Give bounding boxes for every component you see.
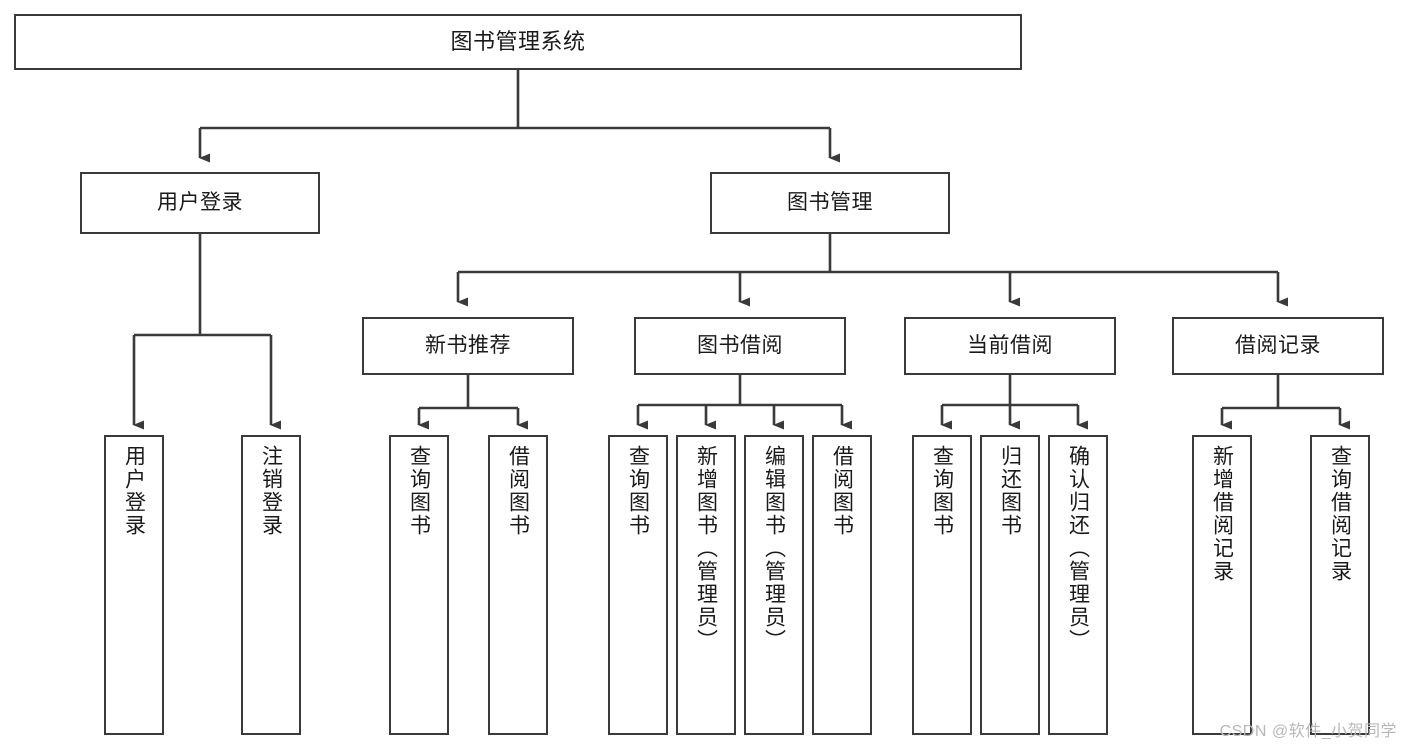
leaf-user-login[interactable]: 用户登录 — [104, 435, 164, 735]
leaf-logout[interactable]: 注销登录 — [241, 435, 301, 735]
node-label: 图书管理系统 — [450, 29, 586, 55]
node-label: 注销登录 — [259, 445, 283, 537]
node-label: 图书管理 — [787, 190, 873, 214]
node-label: 用户登录 — [157, 190, 243, 214]
leaf-borrow-edit-book-admin[interactable]: 编辑图书（管理员） — [744, 435, 804, 735]
node-user-login[interactable]: 用户登录 — [80, 172, 320, 234]
leaf-current-query-book[interactable]: 查询图书 — [912, 435, 972, 735]
leaf-current-confirm-return-admin[interactable]: 确认归还（管理员） — [1048, 435, 1108, 735]
node-label: 查询借阅记录 — [1328, 445, 1352, 583]
node-label: 新增借阅记录 — [1210, 445, 1234, 583]
node-label: 用户登录 — [122, 445, 146, 537]
node-label: 编辑图书（管理员） — [762, 445, 786, 652]
node-label: 新增图书（管理员） — [694, 445, 718, 652]
node-label: 查询图书 — [626, 445, 650, 537]
leaf-new-book-borrow[interactable]: 借阅图书 — [488, 435, 548, 735]
leaf-borrow-query-book[interactable]: 查询图书 — [608, 435, 668, 735]
leaf-records-query-record[interactable]: 查询借阅记录 — [1310, 435, 1370, 735]
node-label: 借阅图书 — [830, 445, 854, 537]
node-label: 新书推荐 — [425, 333, 511, 357]
leaf-records-add-record[interactable]: 新增借阅记录 — [1192, 435, 1252, 735]
node-label: 查询图书 — [407, 445, 431, 537]
node-label: 借阅记录 — [1235, 333, 1321, 357]
node-label: 当前借阅 — [967, 333, 1053, 357]
leaf-borrow-add-book-admin[interactable]: 新增图书（管理员） — [676, 435, 736, 735]
node-label: 归还图书 — [998, 445, 1022, 537]
leaf-new-book-query[interactable]: 查询图书 — [389, 435, 449, 735]
node-current-borrowing[interactable]: 当前借阅 — [904, 317, 1116, 375]
node-label: 图书借阅 — [697, 333, 783, 357]
node-borrowing-records[interactable]: 借阅记录 — [1172, 317, 1384, 375]
node-book-borrowing[interactable]: 图书借阅 — [634, 317, 846, 375]
csdn-watermark: CSDN @软件_小贺同学 — [1219, 723, 1397, 740]
leaf-borrow-borrow-book[interactable]: 借阅图书 — [812, 435, 872, 735]
node-label: 借阅图书 — [506, 445, 530, 537]
leaf-current-return-book[interactable]: 归还图书 — [980, 435, 1040, 735]
node-label: 查询图书 — [930, 445, 954, 537]
node-new-book-recommendation[interactable]: 新书推荐 — [362, 317, 574, 375]
node-root-book-management-system[interactable]: 图书管理系统 — [14, 14, 1022, 70]
node-book-management[interactable]: 图书管理 — [710, 172, 950, 234]
node-label: 确认归还（管理员） — [1066, 445, 1090, 652]
